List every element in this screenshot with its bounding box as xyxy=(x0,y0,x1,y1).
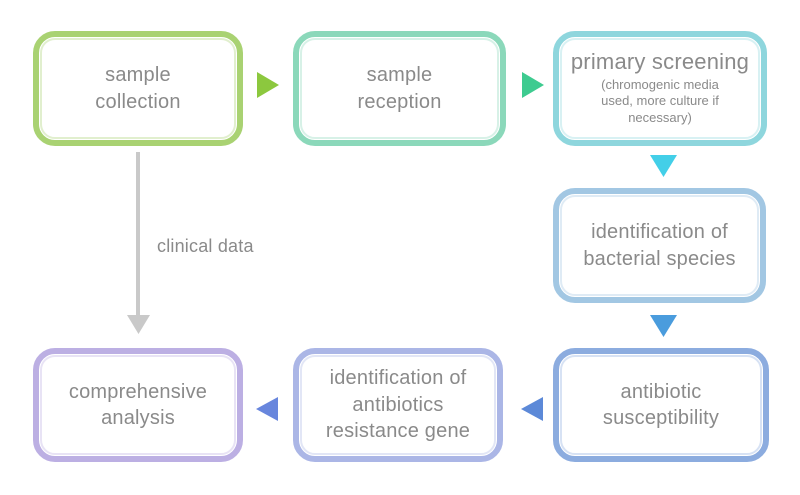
node-antibiotic-susceptibility: antibiotic susceptibility xyxy=(553,348,769,462)
left-arrow-icon xyxy=(256,397,278,421)
down-arrow-icon xyxy=(650,155,677,177)
node-identification-of-bacterial-species: identification of bacterial species xyxy=(553,188,766,303)
down-arrow-icon xyxy=(650,315,677,337)
node-label: identification of antibiotics resistance… xyxy=(325,367,471,443)
node-label: antibiotic susceptibility xyxy=(602,380,720,429)
left-arrow-icon xyxy=(521,397,543,421)
clinical-data-arrowhead-icon xyxy=(127,315,150,334)
node-label: identification of bacterial species xyxy=(583,221,736,270)
clinical-data-label: clinical data xyxy=(157,236,254,256)
right-arrow-icon xyxy=(257,72,279,98)
node-label: sample reception xyxy=(357,64,442,113)
node-sample-collection: sample collection xyxy=(33,31,243,146)
node-identification-of-antibiotics-resistance-gene: identification of antibiotics resistance… xyxy=(293,348,503,462)
node-sublabel: (chromogenic media used, more culture if… xyxy=(601,76,719,125)
right-arrow-icon xyxy=(522,72,544,98)
node-sample-reception: sample reception xyxy=(293,31,506,146)
node-label: sample collection xyxy=(95,64,181,113)
node-comprehensive-analysis: comprehensive analysis xyxy=(33,348,243,462)
node-label: primary screening xyxy=(570,49,750,75)
clinical-data-arrow-line xyxy=(136,152,140,316)
node-label: comprehensive analysis xyxy=(68,380,208,429)
node-primary-screening: primary screening (chromogenic media use… xyxy=(553,31,767,146)
